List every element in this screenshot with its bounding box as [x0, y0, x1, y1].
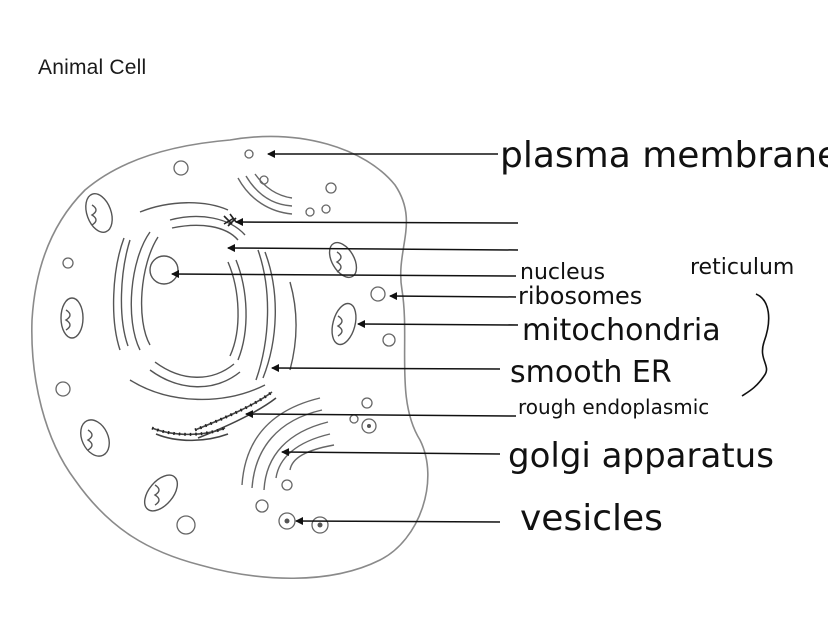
label-vesicles: vesicles: [520, 498, 663, 539]
nucleolus: [149, 255, 179, 285]
label-rough-er: rough endoplasmic: [518, 395, 709, 419]
label-ribosomes: ribosomes: [518, 282, 642, 310]
label-reticulum: reticulum: [690, 255, 794, 280]
mitochondria-shapes: [60, 193, 358, 512]
label-plasma-membrane: plasma membrane: [500, 135, 828, 176]
vesicle-cores: [284, 424, 371, 528]
er-bracket: [741, 293, 770, 397]
ribosome-cluster: [223, 213, 237, 227]
vesicle-shapes: [55, 149, 396, 535]
label-golgi-apparatus: golgi apparatus: [508, 436, 774, 476]
golgi-shape: [237, 173, 335, 491]
diagram-title: Animal Cell: [38, 56, 147, 79]
label-nucleus: nucleus: [520, 260, 605, 285]
rough-er-shape: [151, 390, 277, 442]
label-mitochondria: mitochondria: [522, 313, 721, 348]
plasma-membrane-outline: [31, 135, 429, 580]
label-smooth-er: smooth ER: [510, 355, 672, 390]
nucleus-envelope: [112, 202, 297, 401]
pointer-lines: [171, 150, 519, 526]
